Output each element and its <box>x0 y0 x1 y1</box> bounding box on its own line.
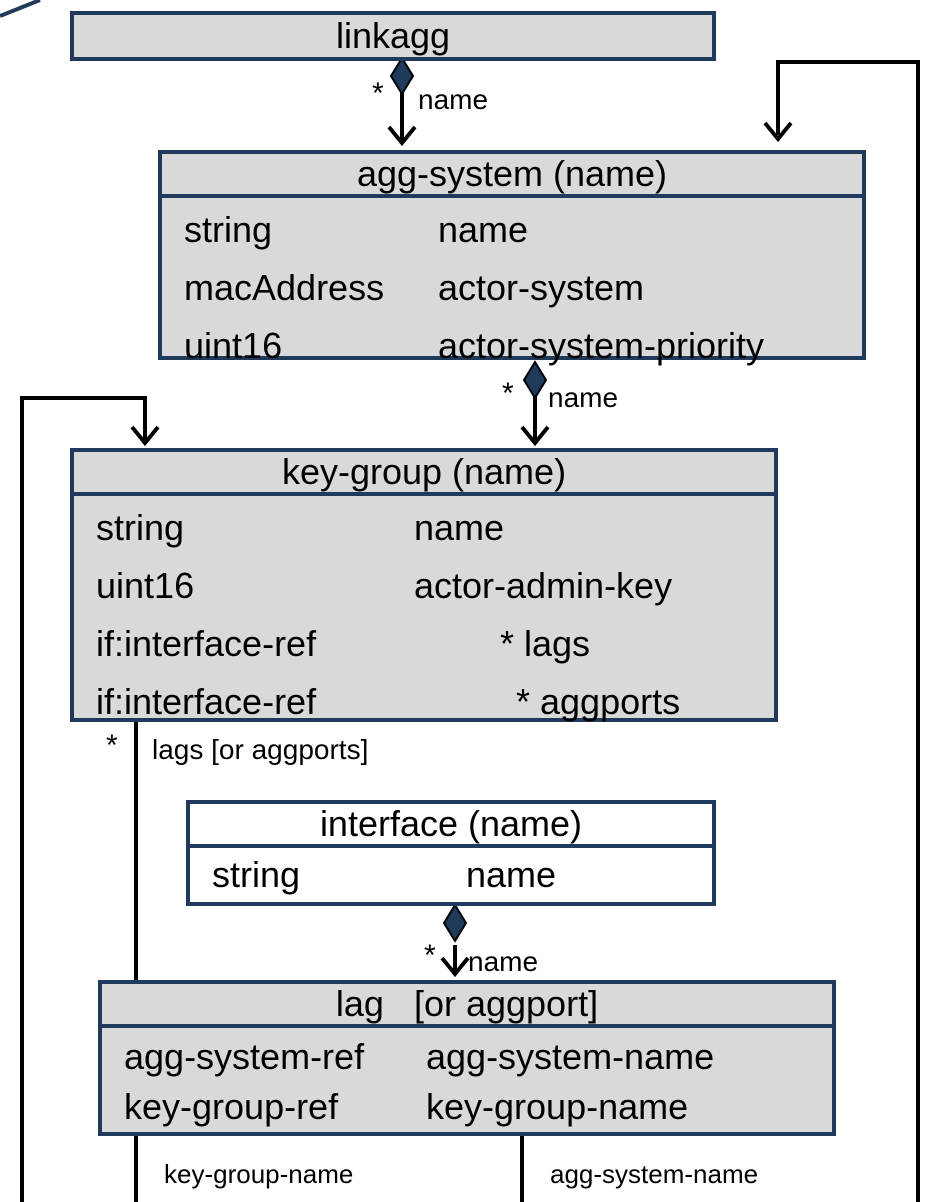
field-type: if:interface-ref <box>96 623 317 664</box>
diamond-agg-system <box>522 360 548 400</box>
diamond-linkagg <box>389 56 415 96</box>
linkagg-box: linkagg <box>70 11 716 61</box>
field-name: actor-system-priority <box>438 325 765 366</box>
interface-row: string name <box>190 848 712 902</box>
field-type: uint16 <box>96 565 195 606</box>
field-name: key-group-name <box>426 1086 689 1127</box>
field-name: name <box>466 854 557 895</box>
arrowhead-agg-system <box>387 125 417 147</box>
key-group-row: if:interface-ref * aggports <box>74 673 774 731</box>
field-name: actor-admin-key <box>414 565 673 606</box>
field-type: string <box>96 507 185 548</box>
arrowhead-key-group <box>520 425 550 447</box>
edge-lag-agg-system-ref <box>776 60 920 1202</box>
field-name: name <box>414 507 505 548</box>
edge-multiplicity: * <box>372 77 384 110</box>
field-type: uint16 <box>184 325 283 366</box>
diamond-interface <box>442 903 468 943</box>
key-group-row: uint16 actor-admin-key <box>74 557 774 615</box>
agg-system-row: macAddress actor-system <box>162 259 862 317</box>
field-type: macAddress <box>184 267 385 308</box>
field-type: agg-system-ref <box>124 1036 365 1077</box>
field-name: * lags <box>500 623 591 664</box>
agg-system-box: agg-system (name) string name macAddress… <box>158 150 866 366</box>
edge-lag-key-group-ref <box>20 396 147 1202</box>
edge-multiplicity: * <box>502 377 514 410</box>
field-name: name <box>438 209 529 250</box>
lag-title: lag [or aggport] <box>102 984 832 1028</box>
interface-title: interface (name) <box>190 804 712 848</box>
lag-box: lag [or aggport] agg-system-ref agg-syst… <box>98 980 836 1136</box>
arrowhead-key-group-ref <box>130 425 160 447</box>
field-type: key-group-ref <box>124 1086 339 1127</box>
lag-row: key-group-ref key-group-name <box>102 1082 832 1132</box>
edge-label: lags [or aggports] <box>152 734 369 765</box>
field-name: * aggports <box>516 681 681 722</box>
interface-box: interface (name) string name <box>186 800 716 906</box>
key-group-row: string name <box>74 499 774 557</box>
key-group-row: if:interface-ref * lags <box>74 615 774 673</box>
agg-system-row: string name <box>162 201 862 259</box>
edge-label: name <box>468 946 539 977</box>
arrowhead-lag <box>440 956 470 978</box>
edge-multiplicity: * <box>424 939 436 972</box>
key-group-box: key-group (name) string name uint16 acto… <box>70 448 778 722</box>
edge-label: name <box>548 382 619 413</box>
key-group-title: key-group (name) <box>74 452 774 496</box>
lag-row: agg-system-ref agg-system-name <box>102 1032 832 1082</box>
edge-multiplicity: * <box>106 729 118 762</box>
field-type: if:interface-ref <box>96 681 317 722</box>
edge-label: agg-system-name <box>550 1159 759 1189</box>
field-name: actor-system <box>438 267 645 308</box>
arrowhead-agg-system-ref <box>763 121 793 143</box>
field-type: string <box>212 854 301 895</box>
agg-system-row: uint16 actor-system-priority <box>162 317 862 375</box>
agg-system-title: agg-system (name) <box>162 154 862 198</box>
field-name: agg-system-name <box>426 1036 715 1077</box>
edge-label: key-group-name <box>164 1159 354 1189</box>
linkagg-title: linkagg <box>335 15 451 56</box>
field-type: string <box>184 209 273 250</box>
corner-decoration <box>0 0 41 18</box>
edge-label: name <box>418 84 489 115</box>
